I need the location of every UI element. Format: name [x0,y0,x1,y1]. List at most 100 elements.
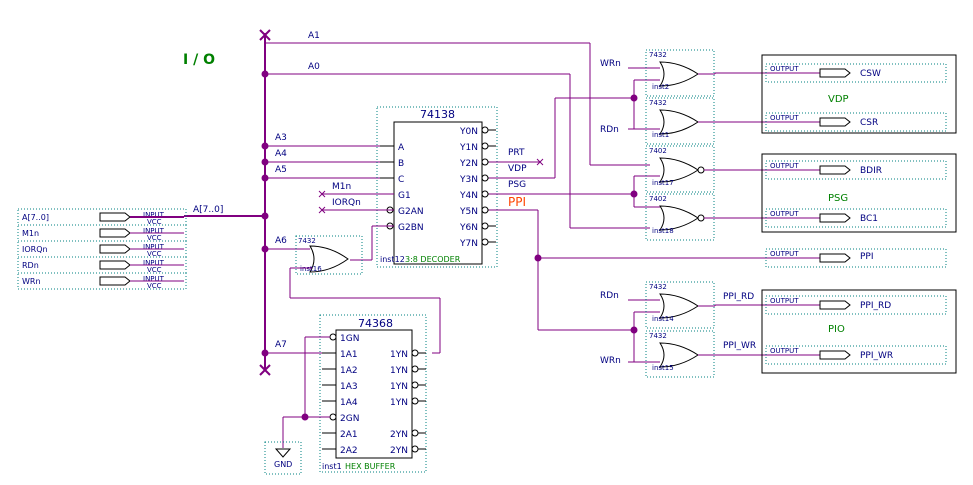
gate-output-wires [698,72,820,356]
or-gate[interactable]: 7432 inst14 RDn [600,281,715,329]
output-pin[interactable]: OUTPUT BC1 [765,208,947,228]
decoder-pin-label: B [398,159,404,169]
output-pin-type: OUTPUT [770,114,799,122]
output-pin-name: PPI_WR [860,351,893,361]
hex-buffer-74368[interactable]: 74368 inst1 HEX BUFFER 1GN1A11A21A31A42G… [319,314,427,473]
decoder-pin-label: Y6N [459,223,478,233]
net-label-vdp: VDP [508,164,527,174]
buffer-pin-label: 2A2 [340,446,358,456]
output-group-label: PIO [828,324,845,335]
input-pin-vcc: VCC [147,282,162,290]
decoder-part: 74138 [420,108,455,121]
buffer-pin-bubble [411,397,419,405]
gate-input-label: WRn [600,356,621,366]
or-gate-a6-feed [289,267,441,354]
bus-terminators [259,29,271,376]
buffer-pin-bubble [329,413,337,421]
buffer-inst: inst1 [322,462,342,471]
address-bus [184,33,266,370]
net-label-a1: A1 [308,31,320,41]
net-label-a7: A7 [275,340,287,350]
decoder-body [393,121,483,265]
output-pin-type: OUTPUT [770,162,799,170]
gate-part: 7432 [649,51,667,59]
buffer-pin-label: 1A4 [340,398,358,408]
input-pin-type: INPUT [143,243,165,251]
buffer-pin-bubble [411,349,419,357]
decoder-pin-bubble [481,206,489,214]
output-group-label: PSG [828,193,848,204]
output-pin-type: OUTPUT [770,210,799,218]
output-pin-name: BC1 [860,214,878,224]
decoder-pin-label: C [398,175,404,185]
gate-input-label: WRn [600,59,621,69]
or-gate-a6[interactable]: 7432 inst16 [295,235,363,275]
net-label-ppi-rd: PPI_RD [723,292,754,302]
buffer-junctions [301,413,309,421]
ppi-output-name: PPI [860,252,874,262]
decoder-pin-label: G2AN [398,207,424,217]
gate-part: 7432 [649,283,667,291]
decoder-pin-label: Y7N [459,239,478,249]
decoder-pin-label: G1 [398,191,411,201]
gate-inst: inst14 [652,315,674,323]
input-pin-vcc: VCC [147,218,162,226]
ppi-output-pin[interactable]: OUTPUT PPI [765,248,947,268]
g1-net-label: M1n [332,182,351,192]
buffer-pin-label: 1YN [390,350,408,360]
decoder-pin-label: Y4N [459,191,478,201]
decoder-pin-label: Y2N [459,159,478,169]
input-pin-name: IORQn [22,245,48,254]
gate-part: 7432 [649,99,667,107]
buffer-part: 74368 [358,317,393,330]
net-label-a5: A5 [275,165,287,175]
gnd-label: GND [274,460,292,469]
buffer-pin-bubble [329,333,337,341]
net-label-a3: A3 [275,133,287,143]
gate-inst: inst15 [652,364,674,372]
decoder-pin-label: G2BN [398,223,424,233]
buffer-pin-label: 2GN [340,414,359,424]
output-pin-type: OUTPUT [770,65,799,73]
buffer-gnd-wires [282,336,330,448]
output-group-label: VDP [828,94,849,105]
buffer-pin-label: 1A1 [340,350,358,360]
buffer-desc: HEX BUFFER [345,462,396,471]
net-label-ppi: PPI [508,195,526,209]
gate-input-label: RDn [600,291,619,301]
output-pin-name: BDIR [860,166,882,176]
input-pin-name: WRn [22,277,41,286]
buffer-pin-label: 1YN [390,366,408,376]
decoder-pin-bubble [481,158,489,166]
input-pin-name: RDn [22,261,39,270]
output-pin[interactable]: OUTPUT BDIR [765,160,947,180]
net-label-psg: PSG [508,180,526,190]
decoder-pin-bubble [481,126,489,134]
logic-gates: 7432inst2WRn7432inst1RDn7402inst177402in… [600,49,715,378]
decoder-pin-bubble [481,142,489,150]
decoder-pin-bubble [481,174,489,182]
input-pin-type: INPUT [143,275,165,283]
gate-inst: inst18 [652,227,674,235]
net-label-ppi-wr: PPI_WR [723,341,756,351]
